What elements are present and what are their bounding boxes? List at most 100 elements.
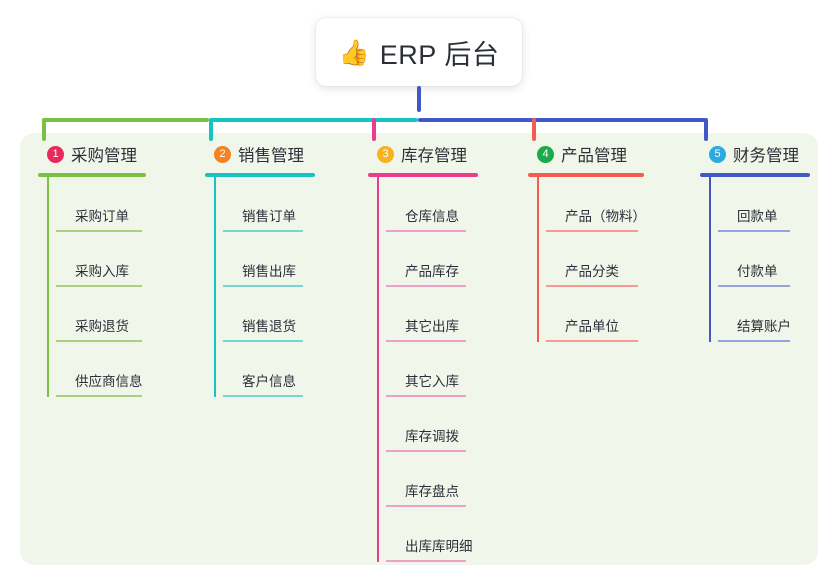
leaf-item-label: 客户信息 bbox=[242, 374, 296, 389]
leaf-item[interactable]: 回款单 bbox=[709, 177, 810, 232]
branch-column-5: 5 财务管理回款单付款单结算账户 bbox=[700, 143, 810, 342]
leaf-item[interactable]: 其它入库 bbox=[377, 342, 478, 397]
leaf-item-label: 其它出库 bbox=[405, 319, 459, 334]
leaf-item[interactable]: 结算账户 bbox=[709, 287, 810, 342]
branch-number-badge: 5 bbox=[709, 145, 726, 163]
leaf-item[interactable]: 供应商信息 bbox=[47, 342, 146, 397]
leaf-item-rule bbox=[386, 285, 466, 287]
leaf-item-rule bbox=[386, 340, 466, 342]
leaf-item[interactable]: 产品库存 bbox=[377, 232, 478, 287]
connector-drop-1 bbox=[42, 118, 46, 141]
leaf-item[interactable]: 产品（物料） bbox=[537, 177, 646, 232]
leaf-item[interactable]: 采购退货 bbox=[47, 287, 146, 342]
leaf-item[interactable]: 销售出库 bbox=[214, 232, 315, 287]
leaf-item-label: 仓库信息 bbox=[405, 209, 459, 224]
leaf-item-rule bbox=[56, 340, 142, 342]
branch-number-badge: 4 bbox=[537, 145, 554, 163]
branch-header-rule bbox=[528, 173, 644, 177]
branch-vertical-stem bbox=[214, 177, 216, 397]
leaf-item[interactable]: 付款单 bbox=[709, 232, 810, 287]
branch-header-rule bbox=[700, 173, 810, 177]
root-connector-stem bbox=[417, 86, 421, 112]
leaf-item-label: 销售退货 bbox=[242, 319, 296, 334]
leaf-item-rule bbox=[56, 395, 142, 397]
leaf-item[interactable]: 销售订单 bbox=[214, 177, 315, 232]
branch-leaf-list: 仓库信息产品库存其它出库其它入库库存调拨库存盘点出库库明细 bbox=[368, 177, 478, 562]
branch-header-rule bbox=[38, 173, 146, 177]
branch-header-1[interactable]: 1 采购管理 bbox=[38, 143, 146, 165]
thumbs-up-icon: 👍 bbox=[338, 37, 370, 67]
leaf-item-rule bbox=[223, 340, 303, 342]
branch-title: 采购管理 bbox=[71, 147, 137, 165]
leaf-item-rule bbox=[223, 395, 303, 397]
leaf-item-rule bbox=[223, 285, 303, 287]
leaf-item-rule bbox=[386, 395, 466, 397]
leaf-item-rule bbox=[223, 230, 303, 232]
branch-column-1: 1 采购管理采购订单采购入库采购退货供应商信息 bbox=[38, 143, 146, 397]
leaf-item-rule bbox=[386, 505, 466, 507]
leaf-item[interactable]: 仓库信息 bbox=[377, 177, 478, 232]
leaf-item[interactable]: 出库库明细 bbox=[377, 507, 478, 562]
branch-vertical-stem bbox=[47, 177, 49, 397]
branch-vertical-stem bbox=[537, 177, 539, 342]
leaf-item-label: 库存调拨 bbox=[405, 429, 459, 444]
leaf-item-label: 产品库存 bbox=[405, 264, 459, 279]
branch-header-rule bbox=[368, 173, 478, 177]
leaf-item-rule bbox=[546, 230, 638, 232]
leaf-item[interactable]: 库存调拨 bbox=[377, 397, 478, 452]
leaf-item-label: 库存盘点 bbox=[405, 484, 459, 499]
connector-bus-segment-3 bbox=[418, 118, 706, 122]
leaf-item-label: 其它入库 bbox=[405, 374, 459, 389]
branch-vertical-stem bbox=[709, 177, 711, 342]
leaf-item-label: 销售订单 bbox=[242, 209, 296, 224]
leaf-item-label: 采购入库 bbox=[75, 264, 129, 279]
branch-leaf-list: 采购订单采购入库采购退货供应商信息 bbox=[38, 177, 146, 397]
leaf-item[interactable]: 产品单位 bbox=[537, 287, 646, 342]
leaf-item-rule bbox=[718, 285, 790, 287]
leaf-item[interactable]: 采购订单 bbox=[47, 177, 146, 232]
leaf-item-label: 销售出库 bbox=[242, 264, 296, 279]
branch-header-3[interactable]: 3 库存管理 bbox=[368, 143, 478, 165]
branch-number-badge: 3 bbox=[377, 145, 394, 163]
connector-drop-2 bbox=[209, 118, 213, 141]
root-node[interactable]: 👍 ERP 后台 bbox=[316, 18, 522, 86]
branch-header-4[interactable]: 4 产品管理 bbox=[528, 143, 646, 165]
branches-panel bbox=[20, 133, 818, 565]
leaf-item-label: 出库库明细 bbox=[405, 539, 473, 554]
branch-vertical-stem bbox=[377, 177, 379, 562]
leaf-item-rule bbox=[386, 560, 466, 562]
leaf-item[interactable]: 销售退货 bbox=[214, 287, 315, 342]
leaf-item[interactable]: 采购入库 bbox=[47, 232, 146, 287]
branch-column-4: 4 产品管理产品（物料） 产品分类产品单位 bbox=[528, 143, 646, 342]
leaf-item[interactable]: 产品分类 bbox=[537, 232, 646, 287]
leaf-item-label: 产品（物料） bbox=[565, 209, 646, 224]
leaf-item-label: 结算账户 bbox=[737, 319, 791, 334]
branch-number-badge: 1 bbox=[47, 145, 64, 163]
leaf-item-label: 产品分类 bbox=[565, 264, 619, 279]
branch-title: 产品管理 bbox=[561, 147, 627, 165]
branch-leaf-list: 销售订单销售出库销售退货客户信息 bbox=[205, 177, 315, 397]
branch-title: 库存管理 bbox=[401, 147, 467, 165]
leaf-item[interactable]: 其它出库 bbox=[377, 287, 478, 342]
leaf-item-rule bbox=[386, 230, 466, 232]
branch-header-5[interactable]: 5 财务管理 bbox=[700, 143, 810, 165]
connector-bus-segment-1 bbox=[42, 118, 209, 122]
leaf-item-rule bbox=[546, 285, 638, 287]
leaf-item-rule bbox=[718, 230, 790, 232]
connector-drop-4 bbox=[532, 118, 536, 141]
leaf-item-rule bbox=[386, 450, 466, 452]
connector-drop-5 bbox=[704, 118, 708, 141]
connector-drop-3 bbox=[372, 118, 376, 141]
leaf-item[interactable]: 库存盘点 bbox=[377, 452, 478, 507]
leaf-item-label: 采购订单 bbox=[75, 209, 129, 224]
branch-title: 财务管理 bbox=[733, 147, 799, 165]
leaf-item[interactable]: 客户信息 bbox=[214, 342, 315, 397]
leaf-item-label: 付款单 bbox=[737, 264, 778, 279]
branch-header-rule bbox=[205, 173, 315, 177]
leaf-item-label: 采购退货 bbox=[75, 319, 129, 334]
leaf-item-rule bbox=[56, 230, 142, 232]
leaf-item-rule bbox=[56, 285, 142, 287]
